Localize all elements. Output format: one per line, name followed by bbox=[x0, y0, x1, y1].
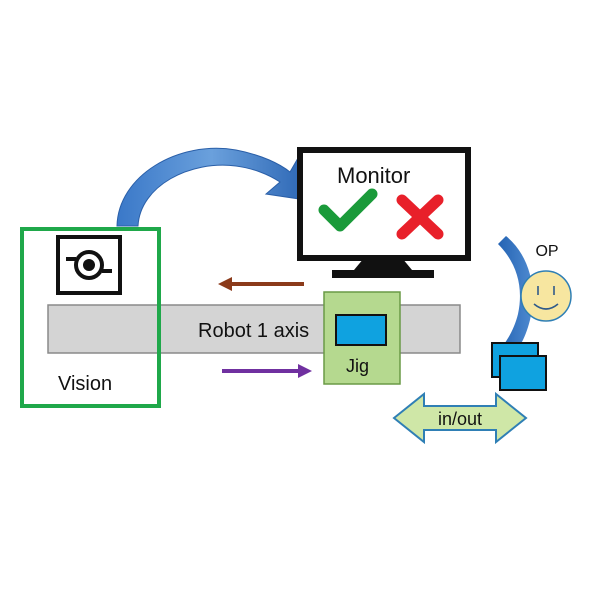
jig-part bbox=[335, 314, 387, 346]
cross-icon bbox=[396, 194, 444, 240]
check-icon bbox=[318, 188, 378, 232]
operator-part-front bbox=[499, 355, 547, 391]
operator: OP bbox=[491, 236, 572, 391]
smiley-face-icon bbox=[520, 270, 572, 322]
vision-to-monitor-curved-arrow bbox=[116, 147, 307, 227]
operator-body bbox=[494, 236, 533, 364]
in-out-arrow: in/out bbox=[392, 391, 528, 445]
in-out-label: in/out bbox=[438, 409, 482, 429]
monitor-base bbox=[332, 270, 434, 278]
robot-axis-label: Robot 1 axis bbox=[198, 320, 309, 342]
return-arrow bbox=[218, 277, 304, 291]
camera-icon bbox=[56, 235, 122, 295]
vision-label: Vision bbox=[58, 373, 112, 395]
vision-frame bbox=[20, 227, 161, 408]
monitor: Monitor bbox=[297, 147, 471, 278]
jig-label: Jig bbox=[346, 356, 369, 376]
monitor-label: Monitor bbox=[337, 163, 410, 188]
feed-arrow bbox=[222, 364, 312, 378]
operator-label: OP bbox=[535, 243, 558, 260]
monitor-stand bbox=[354, 258, 412, 270]
